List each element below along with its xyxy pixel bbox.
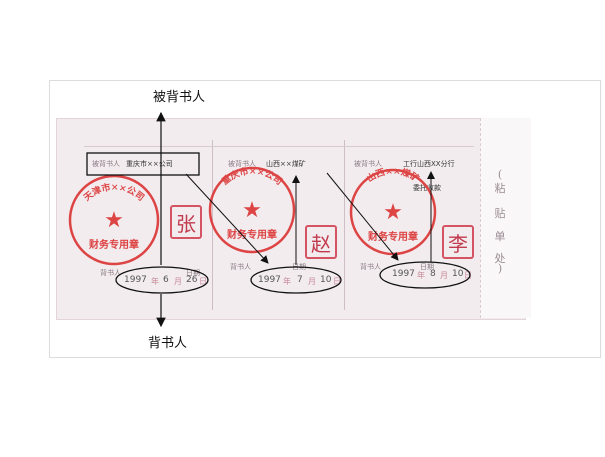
chain-arrow bbox=[185, 173, 269, 264]
paste-strip-char: 贴 bbox=[494, 207, 506, 220]
personal-stamp: 赵 bbox=[305, 225, 337, 259]
endorsee-label: 被背书人 bbox=[354, 160, 382, 168]
date-month: 6 bbox=[163, 275, 169, 285]
date-month: 8 bbox=[430, 269, 436, 279]
company-seal: 山西××煤矿 ★ 财务专用章 bbox=[349, 166, 437, 256]
date-day: 10 bbox=[452, 269, 464, 279]
endorsee-annotation: 被背书人 bbox=[153, 90, 206, 105]
seal-arc-text: 天津市××公司 bbox=[82, 181, 146, 203]
date-day: 10 bbox=[320, 275, 332, 285]
date-ellipse bbox=[379, 261, 471, 289]
date-label: 日期 bbox=[186, 269, 200, 277]
seal-star-icon: ★ bbox=[104, 208, 124, 233]
date-month: 7 bbox=[297, 275, 303, 285]
date-ellipse bbox=[250, 266, 342, 294]
date-label: 日期 bbox=[420, 263, 434, 271]
section-divider bbox=[344, 140, 345, 310]
date-unit-month: 月 bbox=[308, 277, 316, 286]
seal-bottom-text: 财务专用章 bbox=[226, 228, 277, 241]
chain-arrow bbox=[326, 172, 399, 261]
date-unit-year: 年 bbox=[417, 271, 425, 280]
date-unit-year: 年 bbox=[283, 277, 291, 286]
endorser-label: 背书人 bbox=[100, 269, 121, 277]
endorsee-value: 工行山西XX分行 bbox=[403, 160, 455, 168]
seal-star-icon: ★ bbox=[242, 198, 262, 223]
paste-strip-char: ( bbox=[497, 168, 503, 181]
endorser-label: 背书人 bbox=[360, 263, 381, 271]
date-year: 1997 bbox=[392, 269, 415, 279]
endorsee-value: 重庆市××公司 bbox=[126, 160, 173, 168]
date-unit-year: 年 bbox=[151, 277, 159, 286]
seal-star-icon: ★ bbox=[383, 200, 403, 225]
paste-strip-char: ) bbox=[497, 262, 503, 275]
seal-bottom-text: 财务专用章 bbox=[367, 230, 418, 243]
date-ellipse bbox=[115, 266, 209, 294]
endorsee-value: 山西××煤矿 bbox=[266, 160, 306, 168]
endorser-annotation: 背书人 bbox=[148, 336, 188, 351]
personal-stamp: 张 bbox=[170, 205, 202, 239]
seal-bottom-text: 财务专用章 bbox=[88, 238, 139, 251]
seal-arc-text: 山西××煤矿 bbox=[364, 166, 421, 185]
endorsee-label: 被背书人 bbox=[228, 160, 256, 168]
endorsee-highlight-box bbox=[86, 152, 200, 176]
seal-arc-text: 重庆市××公司 bbox=[219, 165, 284, 187]
paste-strip-char: 粘 bbox=[494, 182, 506, 195]
paste-strip-char: 单 bbox=[494, 230, 506, 243]
endorser-label: 背书人 bbox=[230, 263, 251, 271]
date-unit-month: 月 bbox=[440, 271, 448, 280]
date-unit-day: 日 bbox=[199, 277, 207, 286]
personal-stamp: 李 bbox=[442, 225, 474, 259]
endorsee-label: 被背书人 bbox=[92, 160, 120, 168]
date-day: 26 bbox=[186, 275, 198, 285]
date-unit-month: 月 bbox=[174, 277, 182, 286]
date-unit-day: 日 bbox=[333, 277, 341, 286]
paste-strip-char: 处 bbox=[494, 252, 506, 265]
date-unit-day: 日 bbox=[464, 271, 472, 280]
date-year: 1997 bbox=[124, 275, 147, 285]
company-seal: 重庆市××公司 ★ 财务专用章 bbox=[208, 165, 296, 254]
paste-strip bbox=[480, 118, 531, 318]
date-year: 1997 bbox=[258, 275, 281, 285]
company-seal: 天津市××公司 ★ 财务专用章 bbox=[68, 174, 160, 266]
header-rule bbox=[84, 146, 474, 147]
